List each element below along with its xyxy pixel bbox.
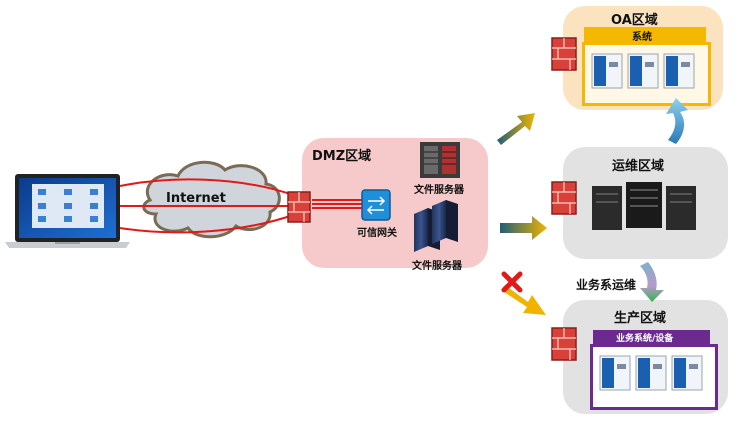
oa-zone-title: OA区域 bbox=[611, 13, 658, 28]
gateway-label: 可信网关 bbox=[357, 228, 397, 239]
arrow-to-oa bbox=[497, 113, 535, 145]
blocked-x-icon bbox=[501, 271, 523, 293]
arrow-to-ops bbox=[500, 216, 547, 240]
ops-firewall-icon bbox=[551, 181, 577, 215]
arrow-to-prod bbox=[501, 285, 546, 315]
file-server-label-2: 文件服务器 bbox=[412, 261, 462, 272]
ops-server-icons bbox=[592, 182, 696, 230]
oa-firewall-icon bbox=[551, 37, 577, 71]
laptop-icon bbox=[5, 174, 130, 248]
prod-system-label: 业务系统/设备 bbox=[616, 334, 674, 344]
gateway-icon bbox=[361, 189, 391, 221]
arrow-ops-to-prod bbox=[640, 262, 664, 302]
arrow-ops-to-oa bbox=[666, 98, 688, 144]
oa-system-banner bbox=[584, 27, 706, 42]
dmz-firewall-icon bbox=[287, 191, 311, 223]
ops-zone-title: 运维区域 bbox=[612, 159, 665, 174]
oa-system-label: 系统 bbox=[632, 32, 652, 43]
prod-zone-title: 生产区域 bbox=[614, 311, 667, 326]
prod-system-banner bbox=[593, 330, 710, 344]
internet-links bbox=[119, 178, 362, 234]
file-server-tower-icon bbox=[414, 200, 458, 252]
dmz-zone-title: DMZ区域 bbox=[312, 149, 372, 164]
business-ops-label: 业务系运维 bbox=[576, 278, 637, 292]
internet-label: Internet bbox=[166, 191, 226, 206]
prod-server-icons bbox=[599, 355, 703, 391]
internet-cloud-icon bbox=[142, 160, 281, 239]
prod-firewall-icon bbox=[551, 327, 577, 361]
file-server-rack-icon bbox=[420, 142, 460, 178]
file-server-label-1: 文件服务器 bbox=[414, 185, 464, 196]
oa-server-icons bbox=[591, 53, 695, 89]
